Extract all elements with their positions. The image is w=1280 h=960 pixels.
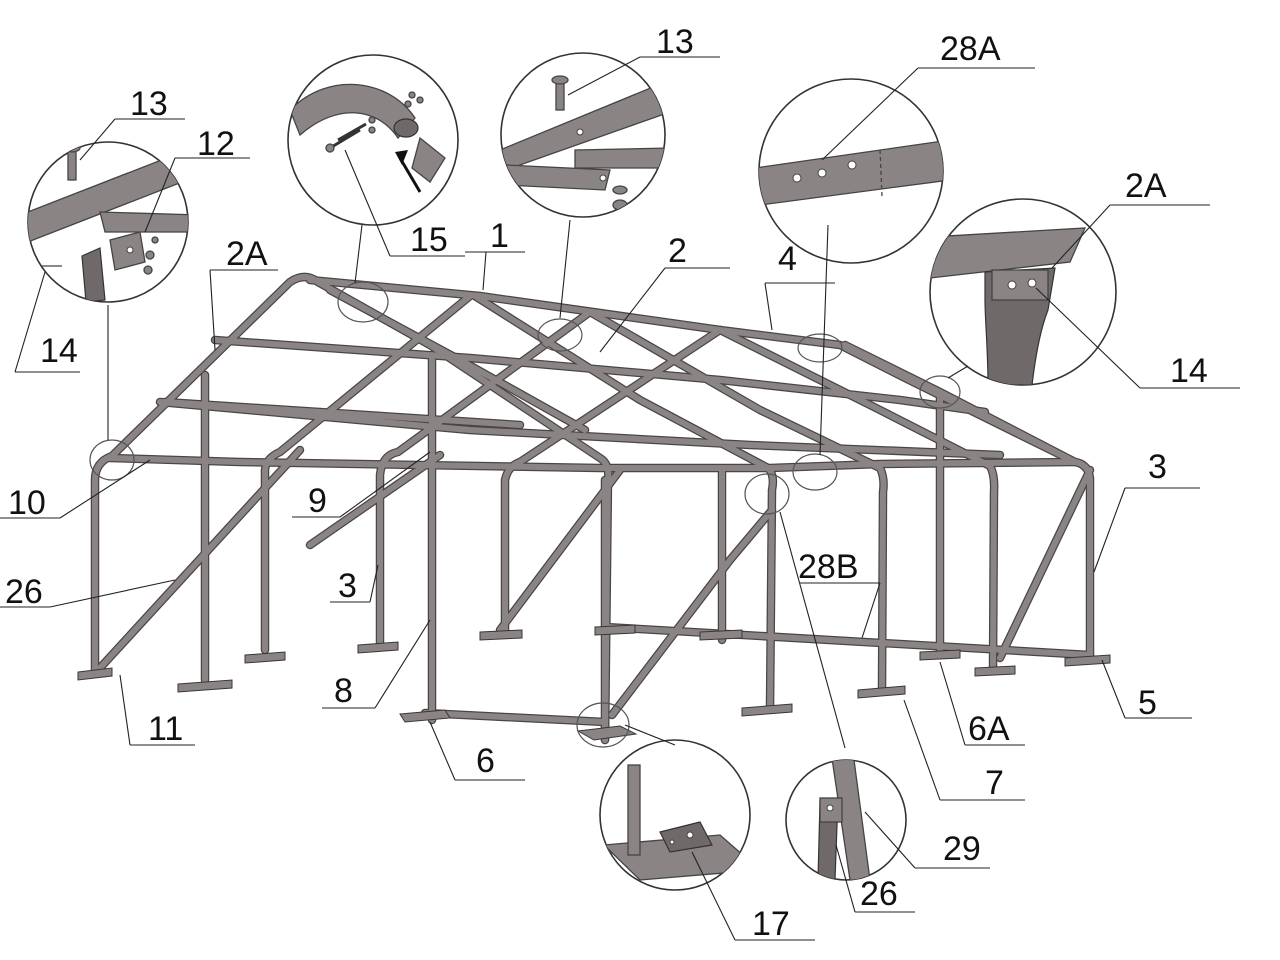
label-4: 4 <box>778 240 797 278</box>
plate-m2 <box>741 703 793 717</box>
label-3-right: 3 <box>1148 448 1167 486</box>
plate-2 <box>244 651 286 664</box>
mid-purlin <box>212 337 988 415</box>
label-8: 8 <box>334 672 353 710</box>
base-purlin-front <box>422 710 608 725</box>
detail-eave-pipe <box>758 78 944 264</box>
plate-b3 <box>594 624 636 636</box>
label-1: 1 <box>490 217 509 255</box>
label-13-left: 13 <box>130 85 168 123</box>
plate-11b <box>177 679 233 693</box>
eave-purlin <box>107 455 1078 471</box>
tent-frame <box>77 272 1111 745</box>
label-26-left: 26 <box>5 573 43 611</box>
label-5: 5 <box>1138 684 1157 722</box>
base-purlin <box>602 624 1093 658</box>
plate-4 <box>479 629 523 641</box>
detail-joint-left <box>27 141 189 303</box>
brace-long-2 <box>609 507 775 718</box>
label-29: 29 <box>943 830 981 868</box>
rafter-1-right <box>472 293 776 711</box>
label-6a: 6A <box>968 710 1010 748</box>
rafter-1-right-outline <box>470 291 778 713</box>
label-3-left: 3 <box>338 567 357 605</box>
label-7: 7 <box>985 764 1004 802</box>
label-2a-right: 2A <box>1125 167 1167 205</box>
detail-base-plate <box>599 739 751 891</box>
label-9: 9 <box>308 482 327 520</box>
plate-11a <box>77 667 113 681</box>
plate-7 <box>857 685 906 699</box>
detail-ridge-curve <box>287 54 459 226</box>
detail-brace-connection <box>785 759 907 881</box>
rafter-3-left <box>377 309 593 648</box>
label-11: 11 <box>148 710 183 748</box>
front-brace <box>97 447 303 671</box>
plate-6 <box>399 709 451 723</box>
label-15: 15 <box>410 221 448 259</box>
label-28a: 28A <box>940 30 1001 68</box>
label-28b: 28B <box>798 548 859 586</box>
plate-6a <box>919 649 961 661</box>
detail-joint-top <box>500 52 666 218</box>
label-12: 12 <box>197 125 235 163</box>
label-14-left: 14 <box>40 332 78 370</box>
plate-m1 <box>699 629 743 641</box>
back-brace <box>997 467 1093 661</box>
plate-3 <box>357 641 399 654</box>
label-13-right: 13 <box>656 23 694 61</box>
label-17: 17 <box>752 905 790 943</box>
detail-corner-joint <box>929 198 1117 386</box>
plate-b2 <box>974 665 1016 677</box>
plate-17 <box>576 725 638 741</box>
rafter-5-left <box>307 452 443 548</box>
plate-5 <box>1064 654 1111 667</box>
leader-lines <box>0 56 1240 941</box>
part-labels: 13 12 14 10 2A 26 11 15 1 13 2 28A 4 2A … <box>5 23 1208 943</box>
label-26-detail: 26 <box>860 875 898 913</box>
label-2: 2 <box>668 232 687 270</box>
label-2a-left: 2A <box>226 235 268 273</box>
rafter-2-right <box>587 309 887 693</box>
label-14-right: 14 <box>1170 352 1208 390</box>
mid-purlin-2 <box>157 399 1003 458</box>
label-10: 10 <box>8 484 46 522</box>
rafter-3-right <box>717 327 998 673</box>
label-6: 6 <box>476 742 495 780</box>
brace-long-1 <box>497 467 623 633</box>
frame-focus-circles <box>89 281 961 748</box>
